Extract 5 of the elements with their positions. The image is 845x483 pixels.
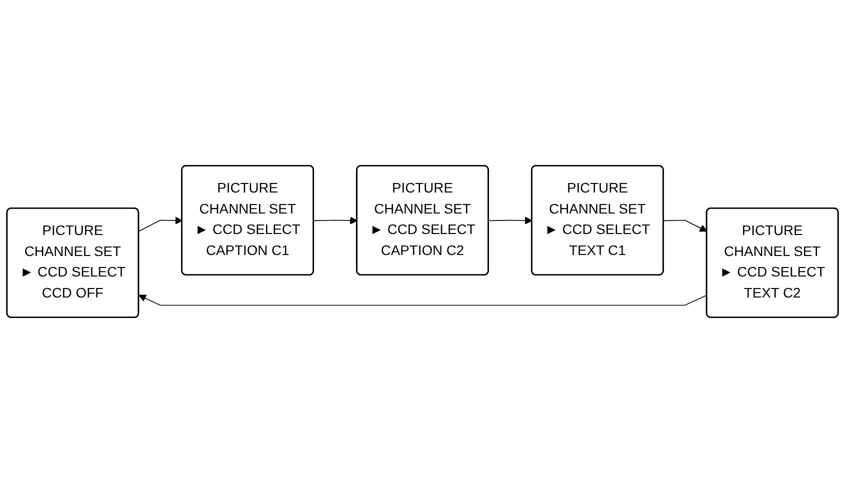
arrow bbox=[663, 220, 708, 232]
arrow bbox=[313, 216, 358, 224]
arrow bbox=[138, 294, 708, 306]
arrow bbox=[488, 216, 532, 224]
arrow bbox=[138, 216, 183, 232]
